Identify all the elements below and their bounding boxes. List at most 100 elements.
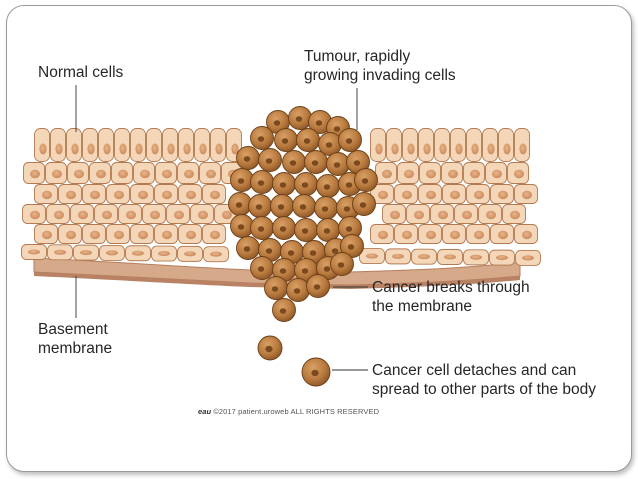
tumour-nucleus — [331, 248, 339, 254]
cell-nucleus — [378, 230, 388, 240]
cell-nucleus — [28, 249, 40, 255]
cell-nucleus — [78, 210, 88, 220]
cell-nucleus — [183, 143, 191, 155]
cell-nucleus — [402, 190, 412, 200]
basement-membrane-label: Basement membrane — [38, 320, 112, 358]
cell-nucleus — [382, 169, 392, 179]
cell-nucleus — [487, 143, 495, 155]
tumour-nucleus — [295, 116, 303, 122]
cell-nucleus — [150, 210, 160, 220]
cell-nucleus — [375, 143, 383, 155]
cell-nucleus — [498, 230, 508, 240]
tumour-nucleus — [257, 180, 265, 186]
eau-logo: eau — [198, 407, 212, 416]
cell-nucleus — [138, 230, 148, 240]
cell-nucleus — [455, 143, 463, 155]
tumour-nucleus — [271, 286, 279, 292]
tumour-nucleus — [301, 182, 309, 188]
cell-nucleus — [66, 190, 76, 200]
normal-cells-text: Normal cells — [38, 64, 124, 81]
cell-nucleus — [522, 190, 532, 200]
tumour-nucleus — [321, 206, 329, 212]
cell-nucleus — [439, 143, 447, 155]
cell-nucleus — [402, 230, 412, 240]
tumour-mass — [228, 106, 378, 387]
cell-nucleus — [42, 230, 52, 240]
cell-nucleus — [114, 190, 124, 200]
cell-nucleus — [231, 143, 239, 155]
tumour-nucleus — [277, 204, 285, 210]
cell-nucleus — [126, 210, 136, 220]
tumour-line-1: Tumour, rapidly — [304, 48, 411, 65]
cell-nucleus — [54, 249, 66, 255]
tumour-nucleus — [257, 266, 265, 272]
tumour-nucleus — [257, 226, 265, 232]
detached-cell-nucleus — [265, 345, 273, 353]
tumour-nucleus — [265, 158, 273, 164]
tumour-nucleus — [345, 182, 353, 188]
cell-nucleus — [102, 210, 112, 220]
cell-nucleus — [30, 169, 40, 179]
tumour-nucleus — [359, 202, 367, 208]
cell-nucleus — [496, 255, 508, 261]
tumour-nucleus — [309, 250, 317, 256]
cell-nucleus — [418, 254, 430, 260]
copyright-notice: eau©2017 patient.uroweb ALL RIGHTS RESER… — [198, 407, 379, 416]
tumour-nucleus — [323, 266, 331, 272]
breaks-membrane-label: Cancer breaks through the membrane — [372, 278, 530, 316]
cell-nucleus — [87, 143, 95, 155]
tumour-nucleus — [303, 138, 311, 144]
cell-nucleus — [186, 230, 196, 240]
cell-nucleus — [198, 210, 208, 220]
tumour-nucleus — [243, 246, 251, 252]
tumour-nucleus — [353, 160, 361, 166]
tumour-nucleus — [293, 288, 301, 294]
tumour-nucleus — [237, 224, 245, 230]
cell-nucleus — [471, 143, 479, 155]
cell-nucleus — [30, 210, 40, 220]
tumour-nucleus — [243, 156, 251, 162]
cell-nucleus — [74, 169, 84, 179]
cell-nucleus — [514, 169, 524, 179]
cell-nucleus — [162, 190, 172, 200]
tumour-nucleus — [235, 202, 243, 208]
cell-nucleus — [167, 143, 175, 155]
cell-nucleus — [103, 143, 111, 155]
cell-nucleus — [210, 230, 220, 240]
cell-nucleus — [210, 190, 220, 200]
cell-nucleus — [119, 143, 127, 155]
cell-nucleus — [90, 230, 100, 240]
cell-nucleus — [444, 254, 456, 260]
tumour-label: Tumour, rapidly growing invading cells — [304, 47, 456, 85]
cell-nucleus — [80, 250, 92, 256]
tumour-nucleus — [279, 308, 287, 314]
cell-nucleus — [438, 210, 448, 220]
tumour-nucleus — [343, 206, 351, 212]
cell-nucleus — [162, 230, 172, 240]
cell-nucleus — [423, 143, 431, 155]
detach-line-1: Cancer cell detaches and can — [372, 362, 577, 379]
tumour-nucleus — [325, 142, 333, 148]
tumour-nucleus — [337, 262, 345, 268]
cell-nucleus — [118, 169, 128, 179]
cell-nucleus — [96, 169, 106, 179]
tumour-nucleus — [279, 268, 287, 274]
cell-nucleus — [510, 210, 520, 220]
cell-nucleus — [503, 143, 511, 155]
cell-nucleus — [407, 143, 415, 155]
cell-nucleus — [222, 210, 232, 220]
cell-nucleus — [39, 143, 47, 155]
cell-nucleus — [186, 190, 196, 200]
cell-nucleus — [215, 143, 223, 155]
cell-nucleus — [135, 143, 143, 155]
breaks-line-1: Cancer breaks through — [372, 279, 530, 296]
tumour-nucleus — [281, 138, 289, 144]
basement-line-1: Basement — [38, 321, 108, 338]
cell-nucleus — [492, 169, 502, 179]
tumour-line-2: growing invading cells — [304, 67, 456, 84]
cell-nucleus — [474, 230, 484, 240]
cell-nucleus — [448, 169, 458, 179]
tumour-nucleus — [279, 182, 287, 188]
detached-cell-nucleus — [311, 369, 319, 377]
